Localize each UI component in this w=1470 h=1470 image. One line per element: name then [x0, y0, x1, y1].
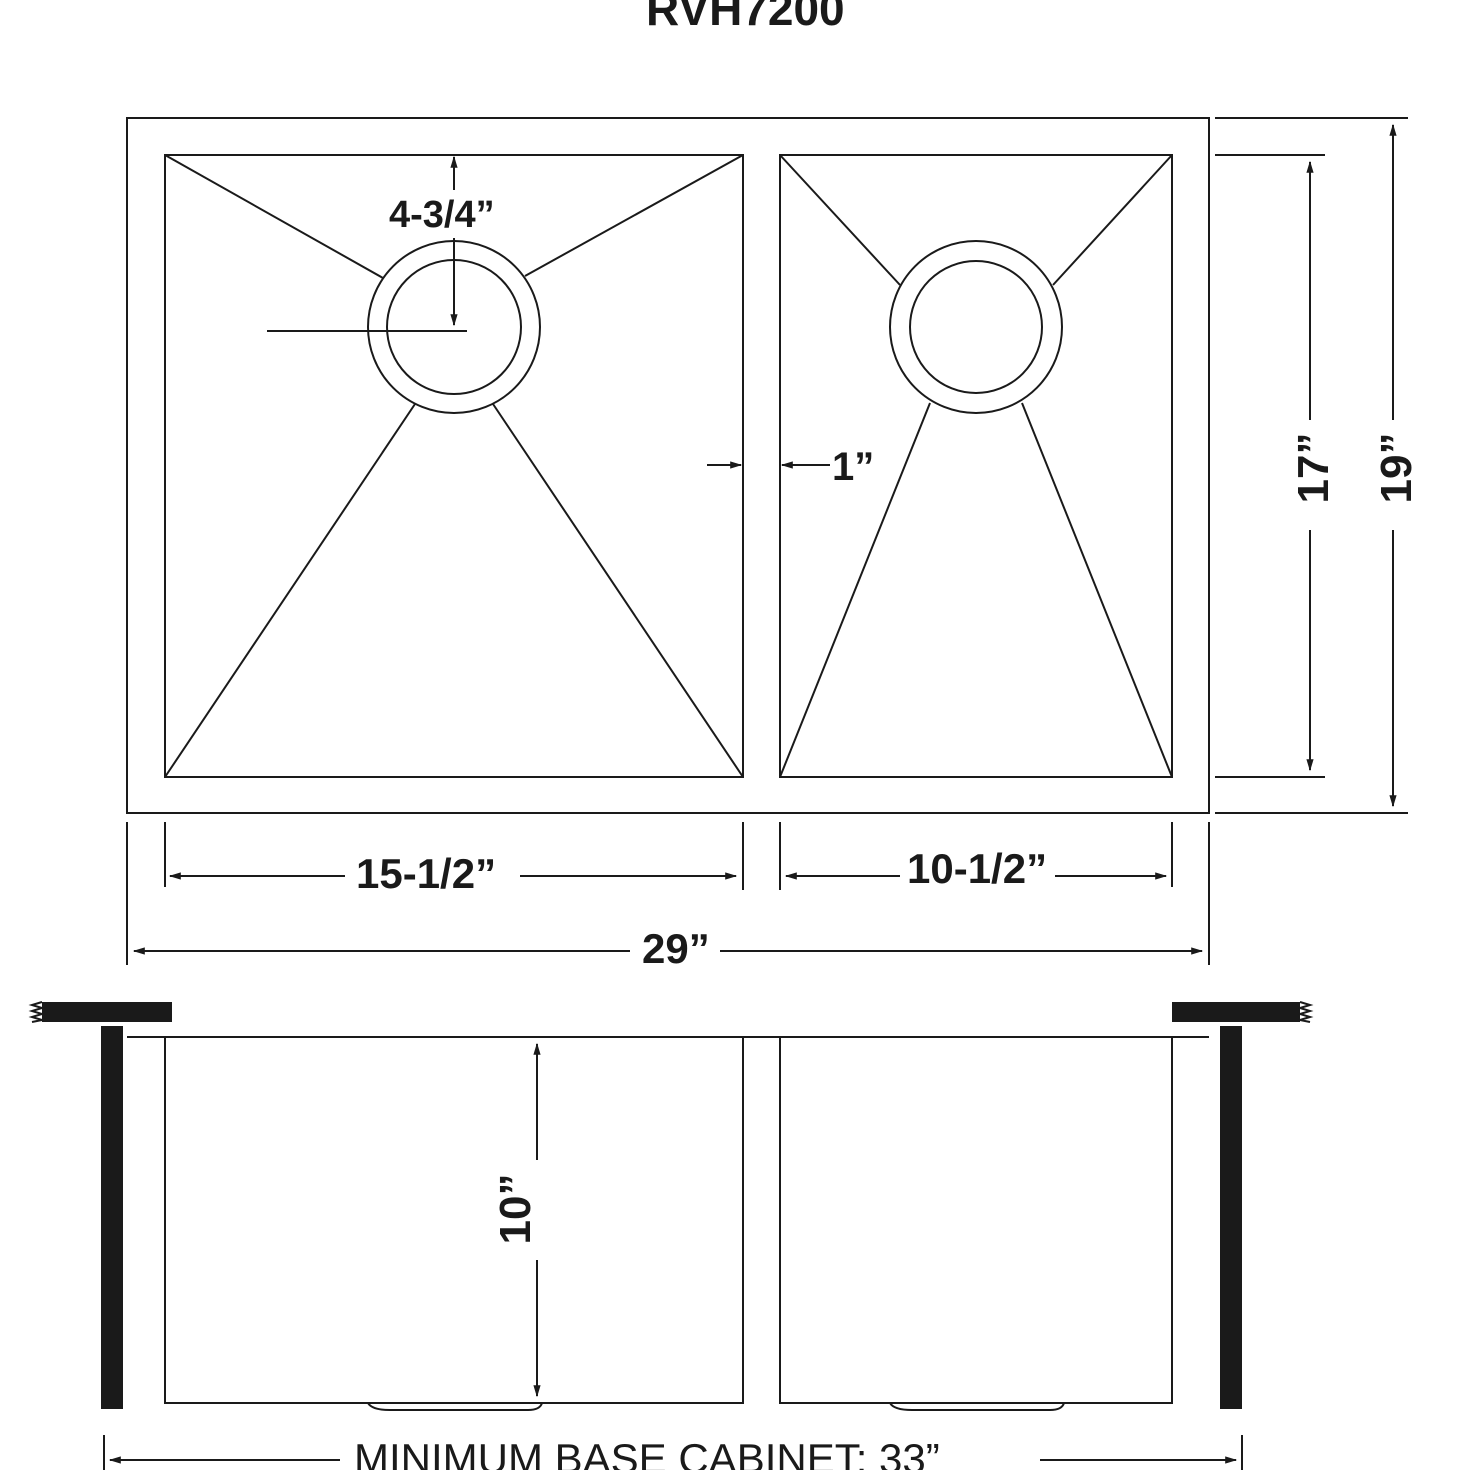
- right-bowl-section: [779, 1036, 1173, 1404]
- left-bowl-section: [164, 1036, 744, 1404]
- cabinet-wall-left: [101, 1026, 123, 1409]
- bowl-height-label: 10”: [491, 1163, 540, 1255]
- left-drain-section: [367, 1402, 543, 1411]
- left-bowl-slope-line: [164, 403, 416, 778]
- countertop-right: [1172, 1002, 1300, 1022]
- right-bowl-outline: [779, 154, 1173, 778]
- sink-outer-outline: [126, 117, 1210, 814]
- right-bowl-slope-line: [779, 154, 901, 286]
- cabinet-wall-right: [1220, 1026, 1242, 1409]
- overall-depth-label: 19”: [1372, 422, 1421, 514]
- overall-width-label: 29”: [638, 928, 714, 970]
- left-bowl-width-label: 15-1/2”: [352, 853, 501, 895]
- left-bowl-slope-line: [524, 154, 744, 277]
- right-drain-section: [889, 1402, 1065, 1411]
- countertop-left: [42, 1002, 172, 1022]
- minimum-base-cabinet-label: MINIMUM BASE CABINET: 33”: [350, 1438, 944, 1470]
- right-bowl-slope-line: [779, 402, 931, 778]
- right-bowl-slope-line: [1021, 402, 1173, 778]
- right-bowl-slope-line: [1052, 154, 1173, 286]
- countertop-left-break: [28, 1001, 46, 1023]
- countertop-right-break: [1296, 1001, 1314, 1023]
- right-drain-inner: [909, 260, 1043, 394]
- divider-gap-label: 1”: [830, 445, 877, 489]
- left-bowl-slope-line: [492, 403, 744, 778]
- model-title: RVH7200: [640, 0, 851, 32]
- drain-offset-label: 4-3/4”: [385, 196, 499, 234]
- left-bowl-outline: [164, 154, 744, 778]
- right-drain-outer: [889, 240, 1063, 414]
- right-bowl-width-label: 10-1/2”: [903, 848, 1052, 890]
- left-bowl-slope-line: [164, 154, 384, 279]
- bowl-inner-depth-label: 17”: [1289, 422, 1338, 514]
